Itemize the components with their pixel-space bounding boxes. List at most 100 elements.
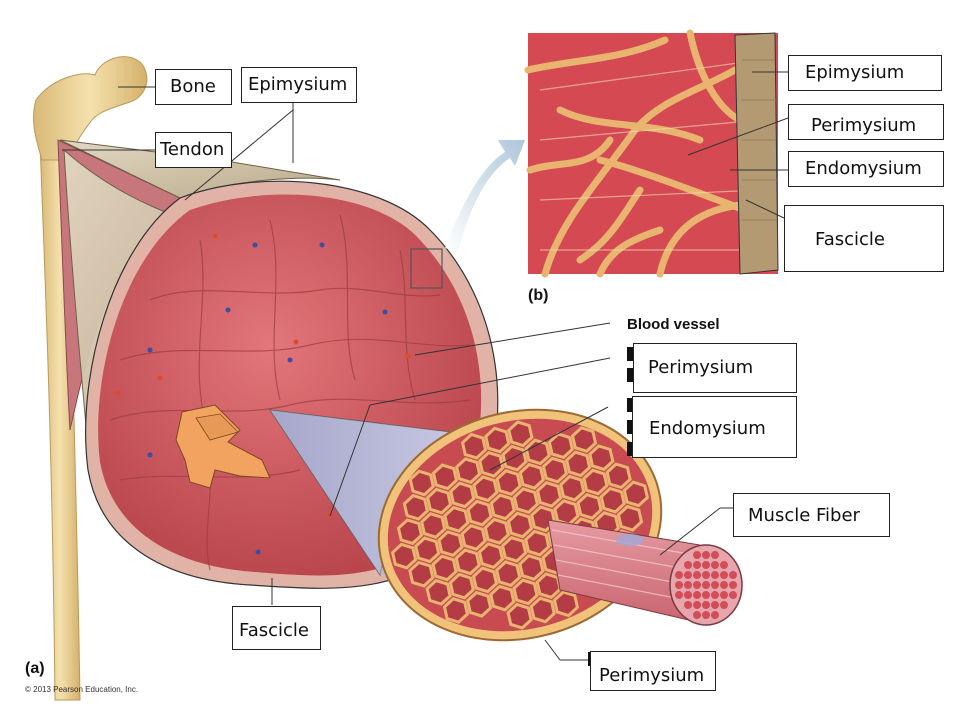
myofibril-dot — [702, 601, 710, 609]
muscle-fiber-cell — [535, 481, 563, 508]
blood-vessel-label: Blood vessel — [627, 316, 720, 333]
muscle-fiber-cell — [582, 468, 609, 496]
muscle-fiber-cell — [483, 517, 510, 545]
leader-lines — [62, 71, 789, 661]
muscle-fiber-cell — [616, 504, 644, 532]
muscle-fiber-cell — [472, 475, 499, 503]
muscle-fiber-cell — [512, 487, 540, 514]
myofibril-dot — [720, 581, 728, 589]
muscle-fiber-cell — [506, 602, 533, 630]
label-endomysium-a: Endomysium — [632, 396, 797, 458]
muscle-fiber-cell — [588, 444, 615, 472]
myofibril-dot — [675, 591, 683, 599]
myofibril-dot — [702, 571, 710, 579]
myofibril-dot — [693, 601, 701, 609]
zoom-arrow — [445, 140, 525, 252]
muscle-fiber-cell — [518, 462, 545, 490]
muscle-fiber-cell — [605, 462, 632, 490]
muscle-fiber-cell — [460, 524, 487, 551]
label-perimysium-a: Perimysium — [633, 343, 797, 393]
muscle-fiber-cell — [431, 554, 458, 582]
myofibril-dot — [720, 601, 728, 609]
muscle-fiber-cell — [524, 529, 551, 557]
muscle-fiber-cell — [512, 578, 539, 606]
label-tendon: Tendon — [155, 132, 232, 168]
myofibril-dot — [711, 561, 719, 569]
myofibril-dot — [711, 611, 719, 619]
myofibril-dot — [675, 581, 683, 589]
muscle-fiber-cell — [547, 432, 574, 460]
myofibril-dot — [684, 591, 692, 599]
muscle-fiber-cell — [489, 493, 516, 521]
muscle-fiber-cell — [518, 554, 545, 581]
muscle-fiber-cell — [420, 512, 447, 539]
myofibril-dot — [693, 591, 701, 599]
muscle-fiber-cell — [431, 463, 459, 491]
muscle-fiber-cell — [460, 432, 488, 460]
myofibril-dot — [702, 551, 710, 559]
muscle-fiber-cell — [408, 560, 435, 588]
myofibril-dot — [693, 571, 701, 579]
muscle-fiber-cell — [484, 426, 511, 454]
myofibril-dot — [729, 581, 737, 589]
myofibril-dot — [720, 561, 728, 569]
myofibril-dot — [675, 571, 683, 579]
label-epimysium-b: Epimysium — [788, 55, 942, 91]
muscle-fiber-cell — [570, 426, 598, 453]
muscle-fiber-cell — [471, 566, 499, 594]
muscle-fiber-cell — [552, 590, 580, 618]
muscle-fiber-cell — [553, 499, 580, 526]
muscle-fiber-cell — [495, 469, 522, 496]
myofibril-dot — [693, 561, 701, 569]
panel-b-label: (b) — [528, 287, 549, 304]
muscle-fiber-cell — [414, 536, 441, 564]
myofibril-dot — [702, 561, 710, 569]
muscle-fiber-cell — [425, 578, 452, 606]
muscle-fiber-cell — [559, 474, 586, 502]
myofibril-dot — [720, 571, 728, 579]
panel-a-label: (a) — [25, 660, 45, 677]
myofibril-dot — [684, 601, 692, 609]
label-epimysium-a: Epimysium — [241, 67, 357, 103]
label-fascicle-b: Fascicle — [784, 205, 944, 272]
muscle-fiber-cell — [442, 597, 470, 624]
myofibril-dot — [711, 571, 719, 579]
myofibril-dot — [684, 561, 692, 569]
muscle-fiber-cell — [448, 572, 475, 600]
muscle-fiber-cell — [495, 560, 522, 588]
muscle-fiber-cell — [507, 420, 534, 448]
myofibril-dot — [693, 581, 701, 589]
label-fascicle-a: Fascicle — [232, 606, 321, 650]
muscle-fiber-cell — [489, 584, 516, 612]
muscle-fiber-cell — [501, 444, 528, 472]
muscle-fiber-cell — [455, 457, 482, 484]
muscle-fiber-cell — [500, 536, 528, 563]
muscle-fiber-cell — [454, 548, 481, 576]
muscle-fiber-cell — [390, 542, 418, 570]
label-endomysium-b: Endomysium — [788, 151, 944, 187]
copyright-text: © 2013 Pearson Education, Inc. — [25, 685, 139, 694]
myofibril-dot — [711, 581, 719, 589]
muscle-fiber-cell — [541, 456, 569, 484]
muscle-fiber-cell — [622, 480, 650, 508]
myofibril-dot — [711, 601, 719, 609]
muscle-fiber-cell — [478, 451, 505, 478]
muscle-fiber-cell — [506, 511, 534, 539]
muscle-fiber-cell — [466, 590, 493, 618]
label-perimysium-bottom: Perimysium — [590, 651, 716, 691]
muscle-fiber-cell — [535, 572, 562, 599]
myofibril-dot — [693, 551, 701, 559]
muscle-fiber-cell — [565, 450, 592, 478]
muscle-fiber-cell — [443, 505, 470, 533]
myofibril-dot — [702, 611, 710, 619]
label-perimysium-b: Perimysium — [788, 104, 944, 140]
myofibril-dot — [729, 571, 737, 579]
muscle-fiber-cell — [524, 438, 551, 466]
muscle-fiber-cell — [408, 469, 435, 497]
myofibril-dot — [729, 591, 737, 599]
muscle-fiber-cell — [576, 493, 603, 520]
muscle-fiber-cell — [477, 542, 505, 569]
muscle-fiber-cell — [437, 530, 464, 557]
micrograph-panel — [524, 29, 779, 278]
